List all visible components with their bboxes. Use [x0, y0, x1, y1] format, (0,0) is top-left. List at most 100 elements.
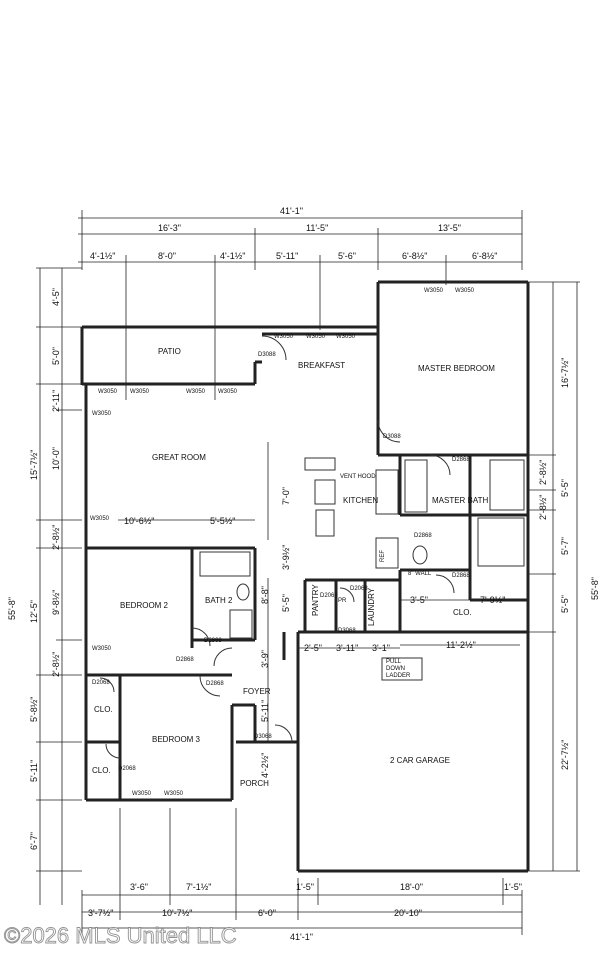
room-bedroom3: BEDROOM 3 — [152, 735, 201, 744]
master-shower — [477, 517, 525, 567]
dim-left-f: 9'-8½" — [51, 590, 61, 615]
tag-pr: PR — [338, 598, 347, 604]
door-swings — [99, 335, 455, 759]
room-garage: 2 CAR GARAGE — [390, 756, 450, 765]
dim-laundry: 3'-11" — [336, 643, 358, 653]
room-laundry: LAUNDRY — [367, 587, 376, 626]
tag-d2868-3: D2868 — [452, 573, 470, 579]
dim-left-d: 10'-0" — [51, 447, 61, 470]
tag-w3050-13: W3050 — [132, 791, 152, 797]
room-pantry: PANTRY — [311, 584, 320, 616]
pull-down-ladder — [381, 657, 423, 681]
tag-ref: REF — [380, 550, 386, 562]
room-clo-master: CLO. — [453, 608, 472, 617]
dim-right-b: 2'-8½" — [538, 460, 548, 485]
dishwasher — [315, 509, 335, 537]
bath2-tub — [199, 551, 251, 577]
dim-bot-g: 1'-5" — [296, 882, 314, 892]
dim-bot-overall: 41'-1" — [290, 932, 313, 942]
dim-bath2: 8'-8" — [260, 586, 270, 604]
fixtures — [199, 457, 525, 681]
dim-left-big2: 12'-5" — [29, 600, 39, 623]
dim-bot-c: 3'-7½" — [88, 908, 113, 918]
tag-d2868-4: D2868 — [204, 638, 222, 644]
tag-d2068-4: D2068 — [320, 593, 338, 599]
dim-garage-top: 11'-2½" — [446, 640, 476, 650]
dim-left-c: 2'-11" — [51, 390, 61, 412]
bath2-toilet — [236, 583, 250, 601]
dim-bot-b: 7'-1½" — [186, 882, 211, 892]
tag-w3050-1: W3050 — [424, 288, 444, 294]
dim-top-overall: 41'-1" — [280, 206, 303, 216]
tag-d3068-2: D3068 — [254, 734, 272, 740]
master-toilet — [412, 545, 428, 565]
kitchen-counter — [304, 457, 336, 471]
dimension-lines — [36, 210, 580, 935]
left-dimensions: 4'-5" 5'-0" 2'-11" 10'-0" 2'-8½" 9'-8½" … — [7, 288, 61, 850]
tag-w3050-5: W3050 — [336, 334, 356, 340]
dim-right-e: 5'-7" — [560, 537, 570, 555]
dim-right-a: 16'-7½" — [560, 358, 570, 388]
tag-vent-hood: VENT HOOD — [340, 474, 376, 480]
dim-great-w2: 5'-5½" — [210, 516, 235, 526]
dim-left-j: 6'-7" — [29, 832, 39, 850]
dim-left-overall: 55'-8" — [7, 597, 17, 620]
watermark: ©2026 MLS United LLC — [4, 923, 237, 948]
tag-w3050-14: W3050 — [164, 791, 184, 797]
dim-right-overall: 55'-8" — [590, 577, 600, 600]
tag-w3050-4: W3050 — [306, 334, 326, 340]
tag-w3050-11: W3050 — [90, 516, 110, 522]
tag-pull: PULL — [386, 659, 402, 665]
dim-top-r5: 5'-6" — [338, 251, 356, 261]
dim-top-r3: 4'-1½" — [220, 251, 245, 261]
tag-d2868-6: D2868 — [206, 681, 224, 687]
dim-laundry2: 3'-1" — [372, 643, 390, 653]
interior-walls — [84, 420, 528, 800]
tag-w3050-10: W3050 — [92, 411, 112, 417]
dim-right-d: 2'-8½" — [538, 495, 548, 520]
dim-bot-h: 18'-0" — [400, 882, 423, 892]
tag-d3088-2: D3088 — [383, 434, 401, 440]
dim-left-i: 5'-11" — [29, 760, 39, 782]
dim-mb1: 3'-5" — [410, 595, 428, 605]
tag-w3050-3: W3050 — [274, 334, 294, 340]
tag-d3068-1: D3068 — [338, 628, 356, 634]
room-clo2: CLO. — [92, 766, 111, 775]
dim-right-g: 22'-7½" — [560, 740, 570, 770]
range — [375, 469, 399, 515]
dim-left-big1: 15'-7½" — [29, 450, 39, 480]
kitchen-sink — [314, 479, 336, 505]
tag-w3050-6: W3050 — [98, 389, 118, 395]
dim-top-b: 11'-5" — [306, 223, 328, 233]
dim-kitchen2: 3'-9½" — [281, 545, 291, 570]
room-master-bedroom: MASTER BEDROOM — [418, 364, 495, 373]
dim-top-r4: 5'-11" — [276, 251, 298, 261]
dim-left-g: 2'-8½" — [51, 652, 61, 677]
room-kitchen: KITCHEN — [343, 496, 378, 505]
dim-top-c: 13'-5" — [438, 223, 461, 233]
dim-right-c: 5'-5" — [560, 479, 570, 497]
room-bedroom2: BEDROOM 2 — [120, 601, 169, 610]
tag-w3050-9: W3050 — [218, 389, 238, 395]
room-porch: PORCH — [240, 779, 269, 788]
tag-d2068-1: D2068 — [92, 680, 110, 686]
dim-pantry: 2'-5" — [304, 643, 322, 653]
master-tub — [489, 459, 525, 511]
dim-top-r1: 4'-1½" — [90, 251, 115, 261]
refrigerator — [375, 537, 399, 569]
dim-left-a: 4'-5" — [51, 288, 61, 306]
dim-top-a: 16'-3" — [158, 223, 181, 233]
bath2-sink — [229, 609, 253, 639]
tag-down: DOWN — [386, 666, 405, 672]
room-master-bath: MASTER BATH — [432, 496, 489, 505]
tag-d3088-1: D3088 — [258, 352, 276, 358]
dim-hall2: 3'-9" — [260, 650, 270, 668]
dim-left-h: 5'-8½" — [29, 697, 39, 722]
room-foyer: FOYER — [243, 687, 271, 696]
tag-w3050-7: W3050 — [130, 389, 150, 395]
tag-8in-wall: 8" WALL — [408, 571, 432, 577]
room-clo1: CLO. — [94, 705, 113, 714]
master-vanity — [404, 459, 428, 513]
dim-left-b: 5'-0" — [51, 347, 61, 365]
